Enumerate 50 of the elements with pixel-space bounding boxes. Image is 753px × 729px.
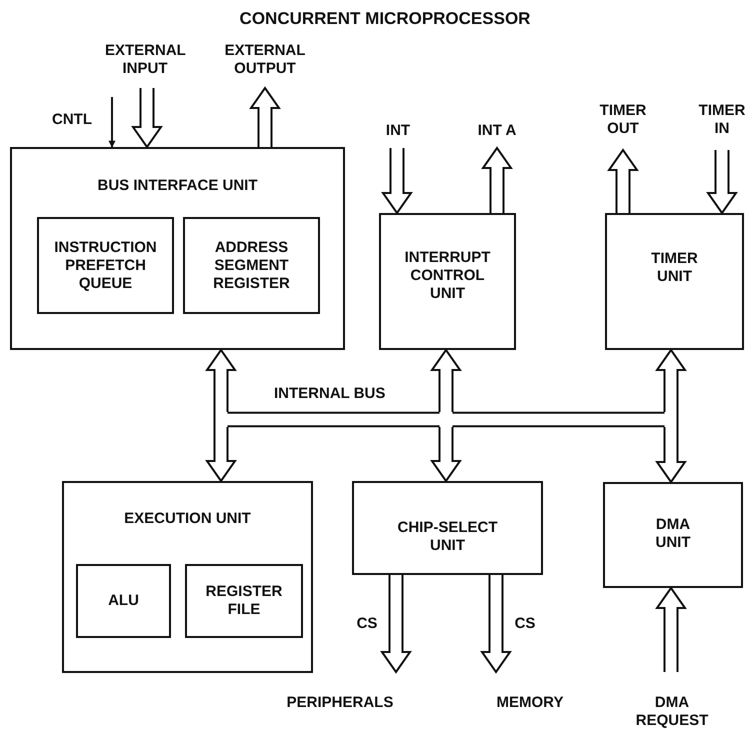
hollow-arrow [381,147,413,215]
unit-label: INTERRUPT CONTROL UNIT [404,249,492,303]
signal-label: MEMORY [480,694,580,716]
unit-box [379,213,516,350]
hollow-arrow [249,86,281,148]
signal-label: PERIPHERALS [280,694,400,716]
unit-label: TIMER UNIT [650,250,699,286]
unit-label: CHIP-SELECT UNIT [396,519,498,555]
unit-label: EXECUTION UNIT [123,510,252,528]
hollow-arrow [430,348,462,413]
unit-label: BUS INTERFACE UNIT [96,177,258,195]
unit-label: ADDRESS SEGMENT REGISTER [212,238,291,292]
sub-unit-box [37,217,174,314]
hollow-arrow [607,148,639,214]
arrow [108,97,116,148]
signal-label: TIMER IN [692,102,752,140]
signal-label: CNTL [52,111,92,129]
signal-label: INT A [467,122,527,142]
sub-unit-box [185,564,303,638]
sub-unit-box [183,217,320,314]
unit-box [352,481,543,575]
hollow-arrow [430,426,462,483]
edge-label: CS [514,614,536,632]
unit-box [603,482,743,588]
unit-label: REGISTER FILE [204,583,284,619]
hollow-arrow [380,574,412,674]
bus-label: INTERNAL BUS [274,385,386,403]
unit-box [605,213,744,350]
signal-label: EXTERNAL INPUT [105,42,185,80]
unit-label: DMA UNIT [654,516,692,552]
unit-label: INSTRUCTION PREFETCH QUEUE [53,238,158,292]
signal-label: INT [373,122,423,142]
diagram-title: CONCURRENT MICROPROCESSOR [238,10,532,28]
hollow-arrow [655,586,687,673]
signal-label: DMA REQUEST [622,694,722,729]
edge-label: CS [356,614,378,632]
hollow-arrow [655,348,687,413]
unit-label: ALU [107,592,140,610]
signal-label: EXTERNAL OUTPUT [210,42,320,80]
hollow-arrow [205,426,237,483]
unit-box [10,147,345,350]
unit-box [62,481,313,673]
hollow-arrow [205,348,237,413]
hollow-arrow [480,574,512,674]
signal-label: TIMER OUT [593,102,653,140]
hollow-arrow [706,149,738,215]
hollow-arrow [131,87,163,149]
hollow-arrow [655,426,687,484]
hollow-arrow [481,146,513,214]
sub-unit-box [76,564,171,638]
